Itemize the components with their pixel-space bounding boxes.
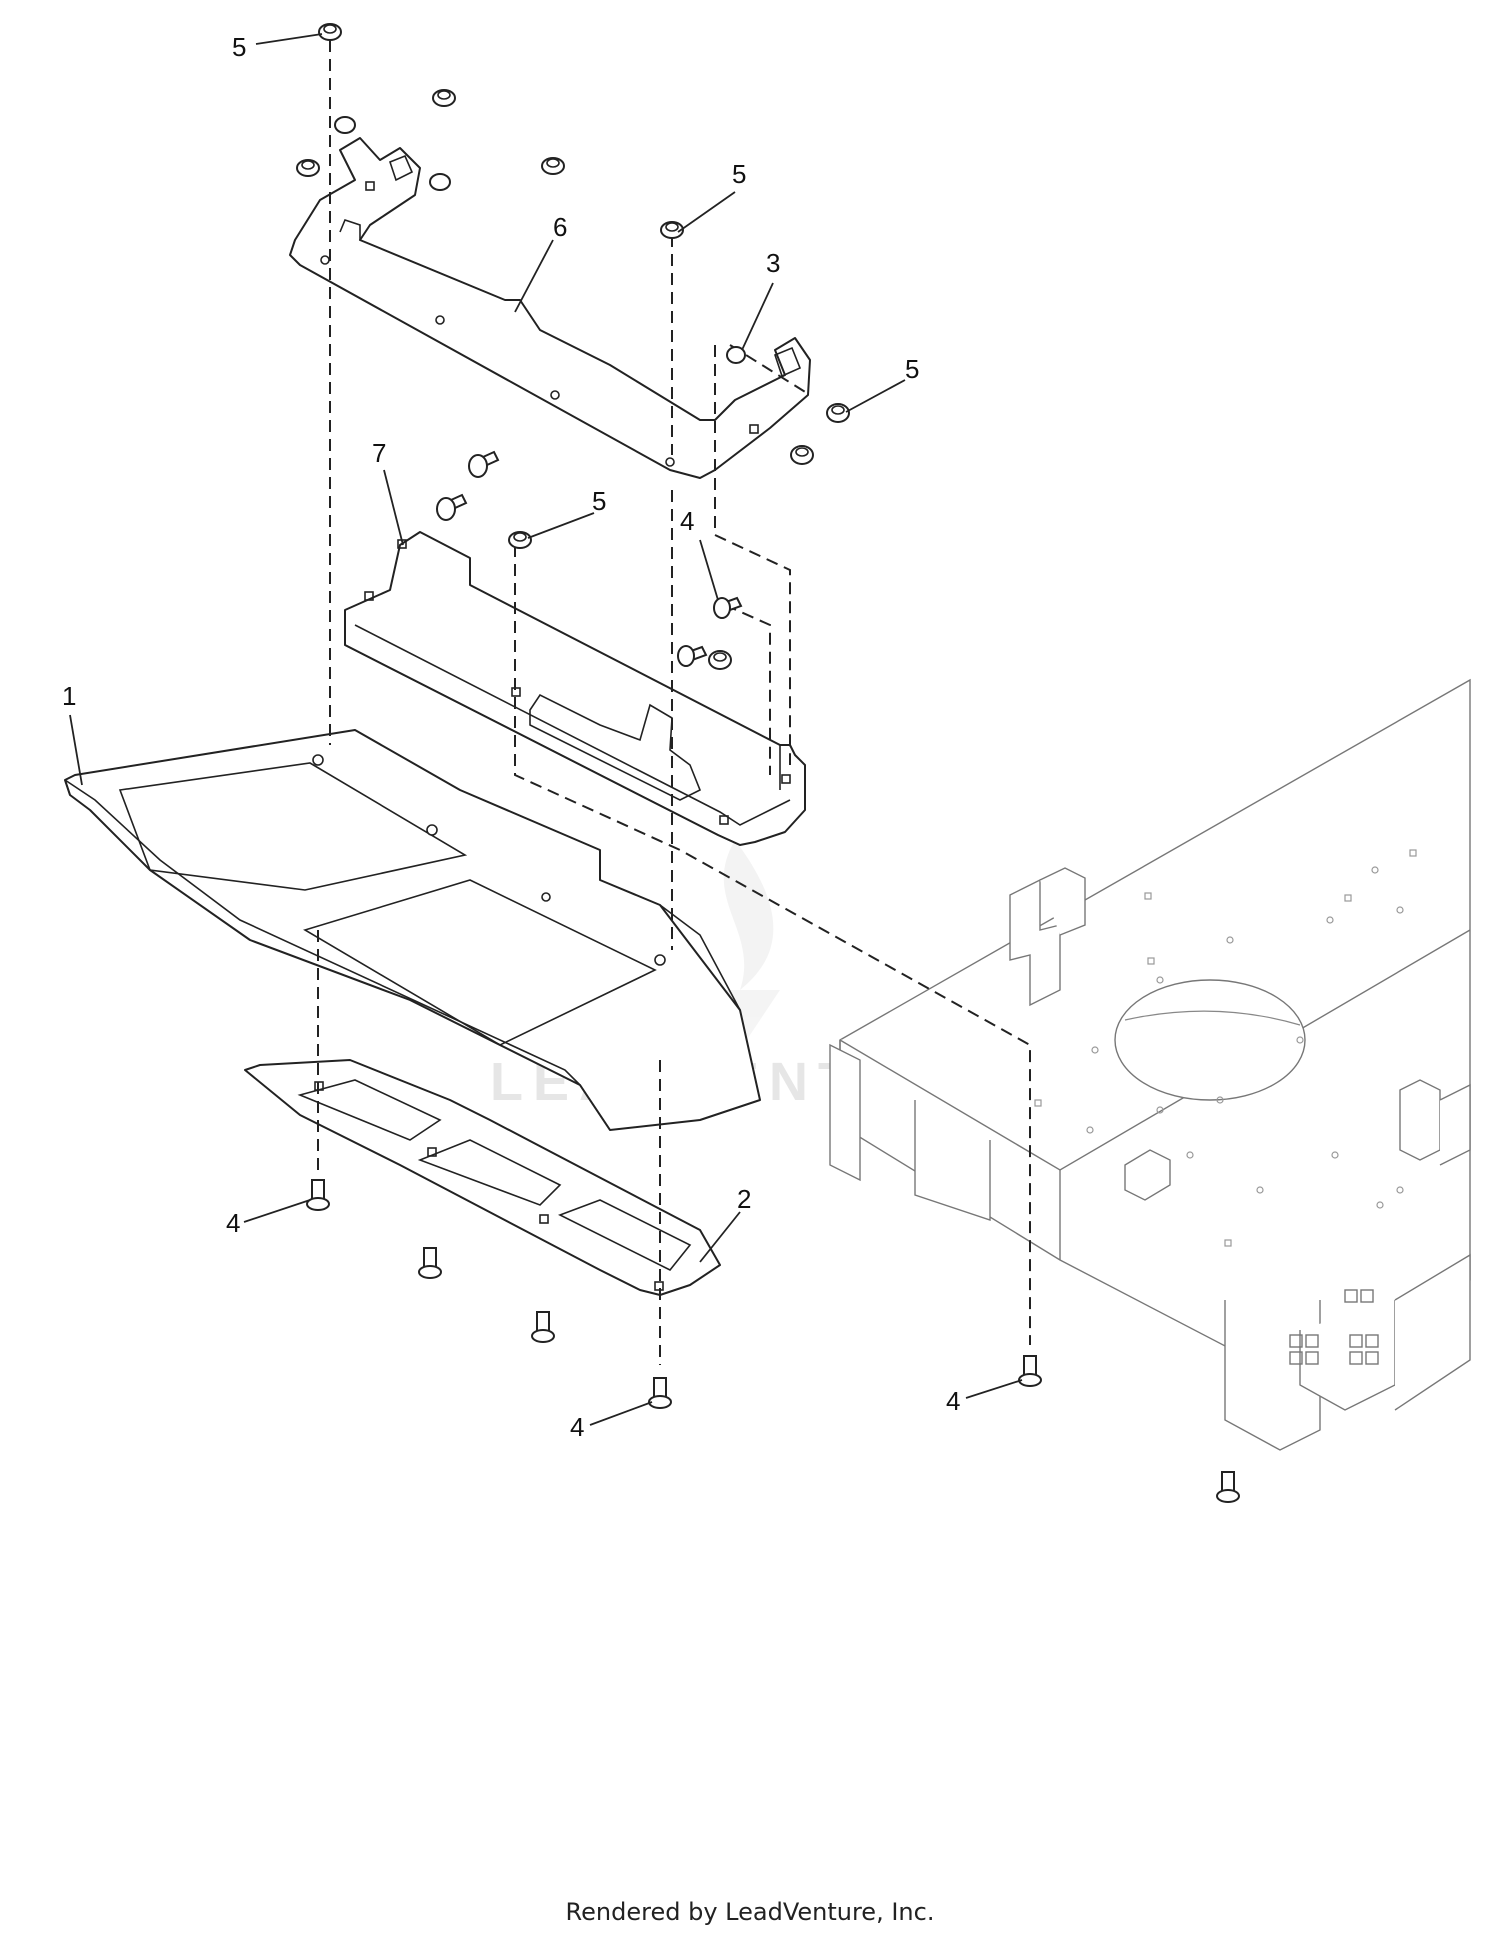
flange-nut-icon [432,89,456,107]
callout-2: 2 [737,1184,751,1214]
flange-nut-icon [318,23,342,41]
deck-frame [829,678,1471,1451]
callout-6: 6 [553,212,567,242]
flange-nut-icon [790,445,814,465]
hardware-nuts [296,23,850,670]
callout-5: 5 [232,32,246,62]
carriage-bolt-icon [1018,1355,1042,1387]
callout-4: 4 [226,1208,240,1238]
carriage-bolt-icon [468,450,500,478]
callout-3: 3 [766,248,780,278]
callout-7: 7 [372,438,386,468]
carriage-bolt-icon [418,1247,442,1279]
render-credit: Rendered by LeadVenture, Inc. [565,1898,935,1926]
carriage-bolt-icon [436,493,468,521]
part-7-channel-bracket [344,531,806,846]
carriage-bolt-icon [648,1377,672,1409]
callout-5: 5 [732,159,746,189]
assembly-lines [317,40,1031,1365]
callout-4: 4 [680,506,694,536]
carriage-bolt-icon [677,645,708,667]
callout-5: 5 [592,486,606,516]
callout-4: 4 [946,1386,960,1416]
hardware-bolts [306,450,1240,1503]
carriage-bolt-icon [713,596,743,619]
flange-nut-icon [708,650,732,670]
carriage-bolt-icon [531,1311,555,1343]
part-6-hanger-bracket [289,137,811,479]
part-1-foot-pan [64,729,761,1131]
flange-nut-icon [508,531,532,549]
flange-nut-icon [826,403,850,423]
callout-labels: 5 5 6 3 5 7 5 4 1 2 4 4 4 [62,32,960,1442]
carriage-bolt-icon [1216,1471,1240,1503]
callout-1: 1 [62,681,76,711]
washer-icon [726,346,746,364]
callout-4: 4 [570,1412,584,1442]
flange-nut-icon [541,157,565,175]
callout-5: 5 [905,354,919,384]
flange-nut-icon [296,159,320,177]
flange-nut-icon [660,221,684,239]
washer-icon [334,116,356,134]
washer-icon [429,173,451,191]
carriage-bolt-icon [306,1179,330,1211]
callout-leaders [69,33,1023,1426]
part-2-gasket-plate [244,1059,721,1296]
